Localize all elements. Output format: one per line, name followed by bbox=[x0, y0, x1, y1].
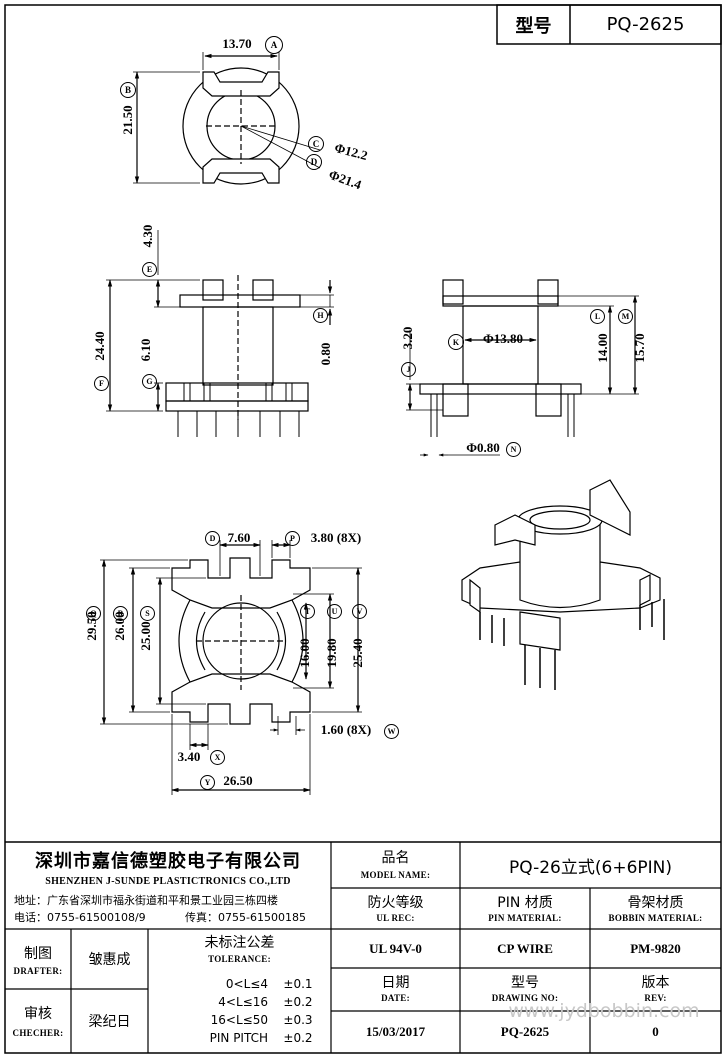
marker-m: M bbox=[618, 309, 633, 324]
marker-s: S bbox=[140, 606, 155, 621]
company-name-en: SHENZHEN J-SUNDE PLASTICTRONICS CO.,LTD bbox=[45, 875, 291, 887]
dim-6-10: 6.10 bbox=[138, 338, 153, 362]
drawing-no-value: PQ-2625 bbox=[500, 1024, 550, 1039]
marker-b: B bbox=[120, 82, 136, 98]
dim-25-40: 25.40 bbox=[350, 638, 365, 668]
watermark: www.jydbobbin.com bbox=[508, 1000, 700, 1022]
ul-rec-label-en: UL REC: bbox=[376, 913, 415, 923]
dim-25-00: 25.00 bbox=[138, 621, 153, 651]
bobbin-material-value: PM-9820 bbox=[630, 940, 681, 956]
bobbin-material-label-en: BOBBIN MATERIAL: bbox=[608, 913, 703, 923]
dim-15-70: 15.70 bbox=[632, 333, 647, 363]
model-name-label-en: MODEL NAME: bbox=[360, 870, 431, 880]
ul-rec-label-cn: 防火等级 bbox=[367, 895, 424, 911]
dim-3-20: 3.20 bbox=[400, 326, 415, 350]
drafter-label-en: DRAFTER: bbox=[13, 966, 63, 976]
dim-26-50: 26.50 bbox=[223, 773, 253, 788]
tolerance-range-3: 16<L≤50 bbox=[210, 1013, 268, 1027]
tolerance-range-4: PIN PITCH bbox=[209, 1031, 268, 1045]
marker-c: C bbox=[308, 136, 324, 152]
header-model-label: 型号 bbox=[515, 15, 552, 37]
company-fax: 传真：0755-61500185 bbox=[185, 911, 306, 924]
marker-g: G bbox=[142, 374, 157, 389]
tolerance-range-1: 0<L≤4 bbox=[225, 977, 268, 991]
tolerance-value-4: ±0.2 bbox=[283, 1031, 313, 1045]
dim-14-00: 14.00 bbox=[595, 333, 610, 363]
header-model-value: PQ-2625 bbox=[606, 14, 685, 35]
tolerance-value-2: ±0.2 bbox=[283, 995, 313, 1009]
marker-n: N bbox=[506, 442, 521, 457]
dim-phi-0-80: Φ0.80 bbox=[466, 440, 500, 455]
pin-material-value: CP WIRE bbox=[497, 940, 553, 956]
bobbin-material-label-cn: 骨架材质 bbox=[627, 895, 684, 911]
company-phone: 电话：0755-61500108/9 bbox=[14, 911, 146, 924]
model-name-value: PQ-26立式(6+6PIN) bbox=[509, 857, 672, 878]
checker-value: 梁纪日 bbox=[88, 1014, 131, 1030]
company-address: 地址：广东省深圳市福永街道和平和景工业园三栋四楼 bbox=[14, 894, 278, 907]
dim-21-50: 21.50 bbox=[120, 105, 135, 135]
dim-4-30: 4.30 bbox=[140, 224, 155, 248]
marker-x: X bbox=[210, 750, 225, 765]
dim-16-00: 16.00 bbox=[297, 638, 312, 668]
dim-1-60-8x: 1.60 (8X) bbox=[320, 722, 372, 737]
marker-r: R bbox=[113, 606, 128, 621]
marker-w: W bbox=[384, 724, 399, 739]
marker-j: J bbox=[401, 362, 416, 377]
bottom-view bbox=[100, 540, 362, 795]
dim-3-40: 3.40 bbox=[177, 749, 201, 764]
model-name-label-cn: 品名 bbox=[381, 850, 410, 866]
front-view bbox=[106, 230, 334, 437]
company-name-cn: 深圳市嘉信德塑胶电子有限公司 bbox=[35, 851, 301, 872]
dim-7-60: 7.60 bbox=[227, 530, 251, 545]
dim-24-40: 24.40 bbox=[92, 331, 107, 361]
drafter-label-cn: 制图 bbox=[24, 946, 52, 962]
pin-material-label-cn: PIN 材质 bbox=[497, 895, 553, 911]
marker-a: A bbox=[265, 36, 283, 54]
marker-d: D bbox=[306, 154, 322, 170]
drawing-no-label-cn: 型号 bbox=[511, 975, 539, 991]
marker-bottom-d: D bbox=[205, 531, 220, 546]
dim-0-80: 0.80 bbox=[318, 342, 333, 366]
top-view bbox=[133, 52, 321, 185]
dim-phi-13-80: Φ13.80 bbox=[482, 331, 524, 346]
drawing-no-label-en: DRAWING NO: bbox=[491, 993, 559, 1003]
isometric-view bbox=[461, 479, 665, 690]
rev-value: 0 bbox=[652, 1024, 659, 1039]
date-label-en: DATE: bbox=[381, 993, 410, 1003]
dim-13-70: 13.70 bbox=[222, 36, 252, 51]
marker-e: E bbox=[142, 262, 157, 277]
dim-3-80-8x: 3.80 (8X) bbox=[310, 530, 362, 545]
marker-k: K bbox=[448, 334, 464, 350]
checker-label-cn: 审核 bbox=[24, 1006, 52, 1022]
marker-v: V bbox=[352, 604, 367, 619]
drafter-value: 皱惠成 bbox=[88, 952, 131, 968]
marker-f: F bbox=[94, 376, 109, 391]
marker-q: Q bbox=[86, 606, 101, 621]
date-label-cn: 日期 bbox=[381, 975, 410, 991]
marker-t: T bbox=[300, 604, 315, 619]
ul-rec-value: UL 94V-0 bbox=[369, 940, 422, 956]
rev-label-cn: 版本 bbox=[641, 975, 670, 991]
tolerance-label-cn: 未标注公差 bbox=[204, 935, 275, 951]
marker-y: Y bbox=[200, 775, 215, 790]
tolerance-range-2: 4<L≤16 bbox=[218, 995, 268, 1009]
tolerance-label-en: TOLERANCE: bbox=[208, 954, 271, 964]
rev-label-en: REV: bbox=[644, 993, 667, 1003]
marker-p: P bbox=[285, 531, 300, 546]
pin-material-label-en: PIN MATERIAL: bbox=[488, 913, 562, 923]
tolerance-value-1: ±0.1 bbox=[283, 977, 313, 991]
date-value: 15/03/2017 bbox=[365, 1024, 426, 1039]
title-block-grid bbox=[5, 841, 721, 1053]
checker-label-en: CHECHER: bbox=[12, 1028, 64, 1038]
marker-u: U bbox=[327, 604, 342, 619]
marker-h: H bbox=[313, 308, 328, 323]
tolerance-value-3: ±0.3 bbox=[283, 1013, 313, 1027]
marker-l: L bbox=[590, 309, 605, 324]
dim-19-80: 19.80 bbox=[324, 638, 339, 668]
